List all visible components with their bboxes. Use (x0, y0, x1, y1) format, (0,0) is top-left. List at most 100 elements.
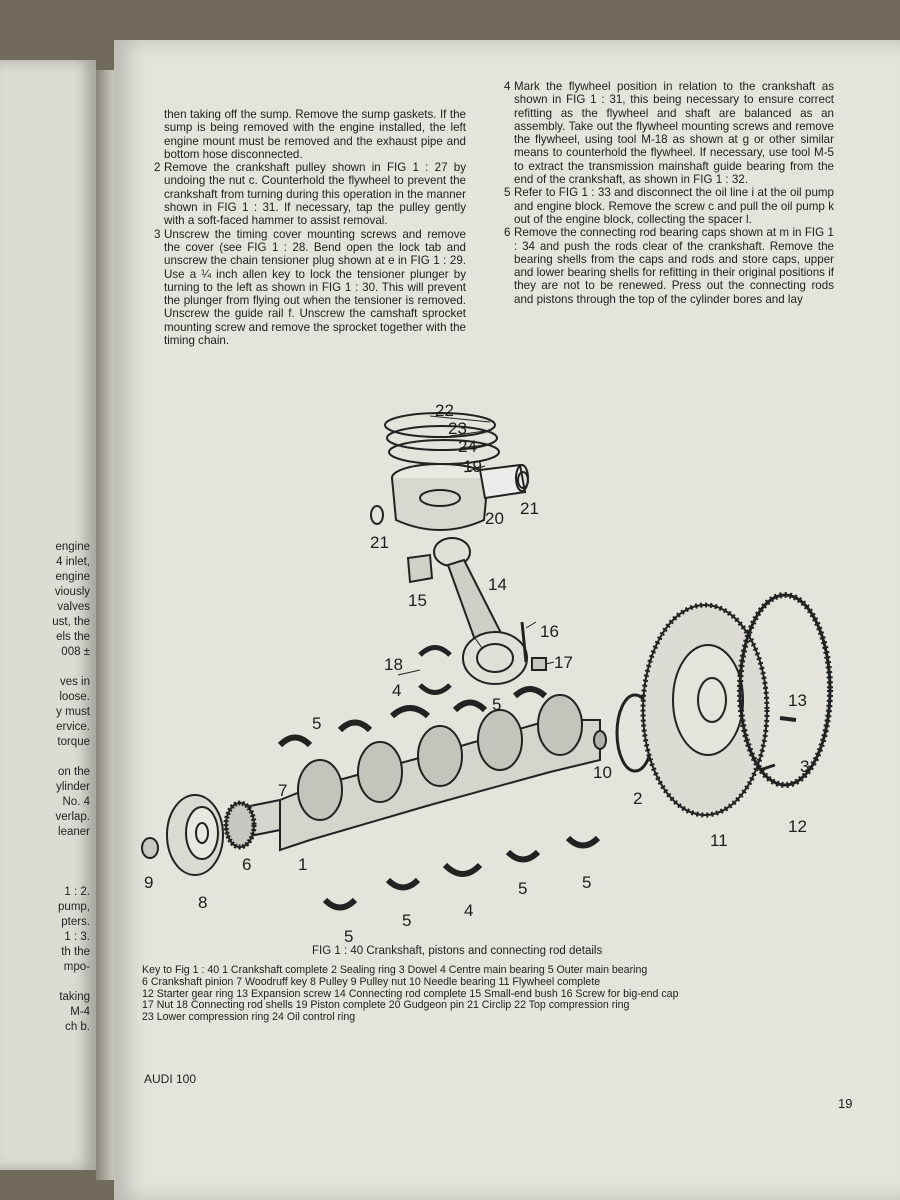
text-column-left: then taking off the sump. Remove the sum… (154, 108, 466, 347)
flywheel (640, 602, 770, 818)
figure-caption: FIG 1 : 40 Crankshaft, pistons and conne… (312, 945, 603, 957)
facing-page-line: 4 inlet, (56, 556, 90, 568)
big-end-screw (520, 621, 528, 663)
exploded-crankshaft-diagram: 22 23 24 19 20 21 21 14 15 16 17 18 4 5 … (141, 401, 833, 946)
page-number: 19 (838, 1096, 853, 1111)
lower-compression-ring (386, 425, 498, 451)
con-rod-shell (418, 645, 452, 657)
piston (391, 463, 489, 531)
facing-page-line: loose. (59, 691, 90, 703)
diagram-label: 3 (800, 757, 809, 776)
main-bearing-shell (565, 835, 601, 849)
book-title: AUDI 100 (144, 1072, 197, 1086)
diagram-label: 2 (633, 789, 642, 808)
gudgeon-pin (478, 463, 527, 500)
diagram-label: 21 (520, 499, 539, 518)
diagram-label: 5 (312, 714, 321, 733)
circlip (370, 505, 384, 525)
facing-page-line: y must (56, 706, 90, 718)
diagram-label: 21 (370, 533, 389, 552)
facing-page-line: els the (56, 631, 90, 643)
diagram-label: 5 (492, 695, 501, 714)
centre-main-bearing (442, 862, 483, 877)
facing-page-line: engine (55, 541, 90, 553)
main-bearing-shell (505, 849, 541, 863)
diagram-label: 11 (710, 831, 728, 850)
starter-gear-teeth (737, 592, 833, 788)
facing-page-line: mpo- (63, 961, 90, 973)
facing-page: engine 4 inlet, engine viously valves ust, th… (0, 60, 96, 1170)
facing-page-line: ch b. (65, 1021, 90, 1033)
facing-page-line: 008 ± (61, 646, 90, 658)
diagram-label: 14 (488, 575, 507, 594)
diagram-label: 4 (392, 681, 401, 700)
facing-page-line: viously (54, 586, 90, 598)
centre-main-bearing (390, 705, 430, 719)
facing-page-line: 1 : 3. (64, 931, 90, 943)
diagram-label: 5 (518, 879, 527, 898)
main-bearing-shell (452, 699, 488, 713)
key-line: 23 Lower compression ring 24 Oil control… (142, 1011, 356, 1024)
needle-bearing (593, 730, 607, 750)
figure-key: Key to Fig 1 : 40 1 Crankshaft complete … (142, 964, 862, 1024)
pulley-nut (141, 837, 159, 859)
main-bearing-shell (277, 734, 313, 748)
diagram-label: 4 (464, 901, 473, 920)
diagram-label: 22 (435, 401, 454, 420)
key-line: 6 Crankshaft pinion 7 Woodruff key 8 Pul… (142, 975, 601, 988)
facing-page-line: pump, (58, 901, 90, 913)
diagram-label: 10 (593, 763, 612, 782)
facing-page-line: engine (55, 571, 90, 583)
facing-page-line: verlap. (55, 811, 90, 823)
diagram-label: 24 (458, 437, 477, 456)
main-bearing-shell (385, 877, 421, 891)
diagram-label: 1 (298, 855, 307, 874)
diagram-label: 8 (198, 893, 207, 912)
oil-control-ring (388, 439, 500, 465)
diagram-label: 13 (788, 691, 807, 710)
facing-page-line: taking (59, 991, 90, 1003)
facing-page-line: ylinder (56, 781, 90, 793)
diagram-label: 23 (448, 419, 467, 438)
facing-page-line: 1 : 2. (64, 886, 90, 898)
circlip (517, 471, 529, 489)
diagram-label: 5 (582, 873, 591, 892)
diagram-label: 6 (242, 855, 251, 874)
main-bearing-shell (337, 719, 373, 733)
facing-page-line: valves (57, 601, 90, 613)
paragraph: then taking off the sump. Remove the sum… (164, 108, 466, 161)
crankshaft-pulley (166, 794, 224, 876)
diagram-label: 16 (540, 622, 559, 641)
diagram-label: 19 (463, 457, 482, 476)
top-compression-ring (384, 412, 496, 438)
key-line: Key to Fig 1 : 40 1 Crankshaft complete … (142, 964, 648, 976)
diagram-label: 17 (554, 653, 573, 672)
diagram-label: 12 (788, 817, 807, 836)
main-bearing-shell (322, 897, 358, 911)
manual-page: then taking off the sump. Remove the sum… (114, 40, 900, 1200)
facing-page-line: th the (61, 946, 90, 958)
facing-page-line: ust, the (52, 616, 90, 628)
facing-page-line: No. 4 (62, 796, 91, 808)
diagram-label: 9 (144, 873, 153, 892)
crankshaft-pinion (223, 800, 257, 850)
crankshaft (239, 694, 601, 852)
small-end-bush (406, 553, 434, 584)
diagram-label: 20 (485, 509, 504, 528)
big-end-nut (531, 657, 547, 671)
diagram-label: 18 (384, 655, 403, 674)
key-line: 17 Nut 18 Connecting rod shells 19 Pisto… (142, 999, 630, 1012)
connecting-rod (433, 537, 528, 685)
diagram-label: 15 (408, 591, 427, 610)
facing-page-line: M-4 (70, 1006, 90, 1018)
con-rod-shell (418, 683, 452, 695)
diagram-label: 7 (278, 781, 287, 800)
facing-page-line: on the (58, 766, 90, 778)
book-gutter (96, 70, 118, 1180)
facing-page-line: ves in (59, 676, 90, 688)
